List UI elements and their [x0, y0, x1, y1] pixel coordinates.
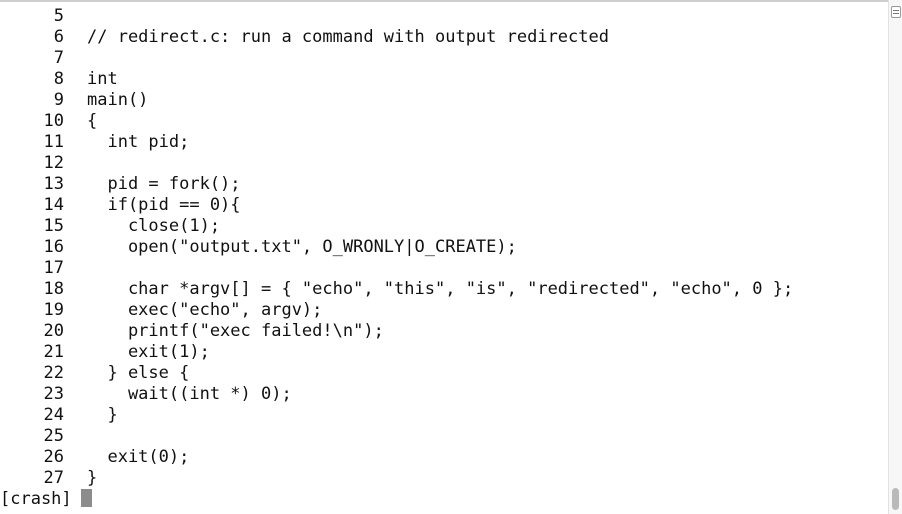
line-text: } else {: [87, 363, 190, 383]
line-number: 5: [53, 6, 64, 26]
code-line: 11 int pid;: [0, 132, 888, 153]
code-line: 15 close(1);: [0, 216, 888, 237]
line-number: 8: [53, 69, 64, 89]
line-text: // redirect.c: run a command with output…: [87, 27, 609, 47]
line-number: 9: [53, 90, 64, 110]
line-text: int: [87, 69, 118, 89]
line-number: 16: [43, 237, 64, 257]
line-number: 7: [53, 48, 64, 68]
line-text: exit(0);: [87, 447, 190, 467]
code-line: 24 }: [0, 405, 888, 426]
line-text: int pid;: [87, 132, 190, 152]
code-line: 22 } else {: [0, 363, 888, 384]
code-line: 19 exec("echo", argv);: [0, 300, 888, 321]
line-number: 13: [43, 174, 64, 194]
line-text: }: [87, 405, 118, 425]
code-line: 5: [0, 6, 888, 27]
code-line: 18 char *argv[] = { "echo", "this", "is"…: [0, 279, 888, 300]
code-line: 10 {: [0, 111, 888, 132]
code-line: 6 // redirect.c: run a command with outpu…: [0, 27, 888, 48]
line-number: 6: [53, 27, 64, 47]
code-line: 23 wait((int *) 0);: [0, 384, 888, 405]
line-number: 18: [43, 279, 64, 299]
line-text: pid = fork();: [87, 174, 241, 194]
code-line: 21 exit(1);: [0, 342, 888, 363]
scrollbar-thumb[interactable]: [892, 488, 899, 510]
code-line: 16 open("output.txt", O_WRONLY|O_CREATE)…: [0, 237, 888, 258]
code-line: 17: [0, 258, 888, 279]
line-number: 19: [43, 300, 64, 320]
code-line: 12: [0, 153, 888, 174]
code-line: 9 main(): [0, 90, 888, 111]
line-number: 14: [43, 195, 64, 215]
line-number: 12: [43, 153, 64, 173]
code-line: 25: [0, 426, 888, 447]
line-number: 10: [43, 111, 64, 131]
code-line: 7: [0, 48, 888, 69]
code-line: 13 pid = fork();: [0, 174, 888, 195]
line-text: exec("echo", argv);: [87, 300, 323, 320]
line-text: open("output.txt", O_WRONLY|O_CREATE);: [87, 237, 517, 257]
line-number: 17: [43, 258, 64, 278]
line-number: 15: [43, 216, 64, 236]
line-text: exit(1);: [87, 342, 210, 362]
line-number: 21: [43, 342, 64, 362]
vertical-scrollbar[interactable]: [888, 0, 902, 514]
line-text: }: [87, 468, 98, 488]
line-number: 22: [43, 363, 64, 383]
line-text: char *argv[] = { "echo", "this", "is", "…: [87, 279, 794, 299]
block-cursor: [80, 489, 92, 507]
line-text: close(1);: [87, 216, 221, 236]
line-number: 24: [43, 405, 64, 425]
line-number: 25: [43, 426, 64, 446]
shell-prompt-line[interactable]: [crash]: [0, 489, 92, 510]
line-number: 26: [43, 447, 64, 467]
scrollbar-menu-icon[interactable]: [891, 6, 901, 18]
line-text: wait((int *) 0);: [87, 384, 292, 404]
shell-prompt: [crash]: [0, 489, 72, 509]
code-line: 26 exit(0);: [0, 447, 888, 468]
line-number: 27: [43, 468, 64, 488]
line-number: 20: [43, 321, 64, 341]
line-text: printf("exec failed!\n");: [87, 321, 384, 341]
line-text: main(): [87, 90, 149, 110]
code-line: 8 int: [0, 69, 888, 90]
code-line: 27}: [0, 468, 888, 489]
line-text: if(pid == 0){: [87, 195, 241, 215]
code-line: 14 if(pid == 0){: [0, 195, 888, 216]
line-text: {: [87, 111, 98, 131]
code-line: 20 printf("exec failed!\n");: [0, 321, 888, 342]
line-number: 23: [43, 384, 64, 404]
code-listing: 5 6 // redirect.c: run a command with out…: [0, 6, 888, 489]
line-number: 11: [43, 132, 64, 152]
